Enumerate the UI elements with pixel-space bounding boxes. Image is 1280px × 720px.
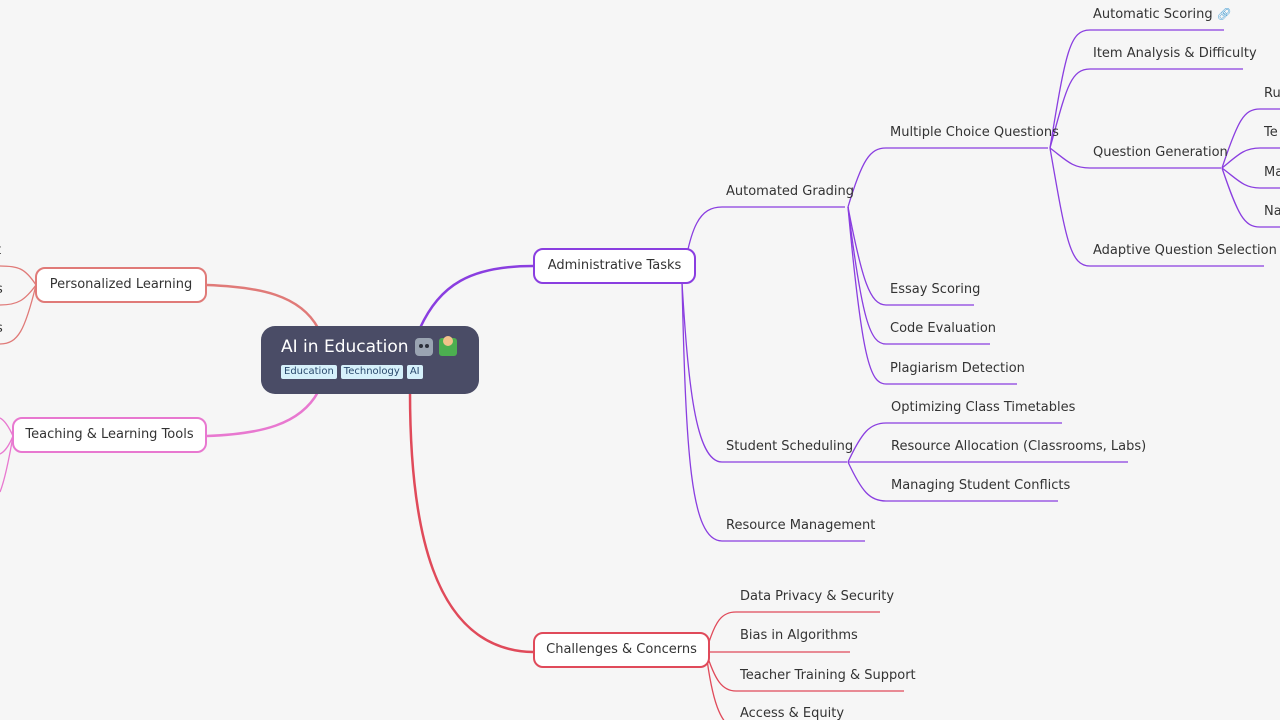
node-personalized-child-1[interactable]: t bbox=[0, 242, 1, 259]
tag-technology[interactable]: Technology bbox=[340, 365, 403, 379]
node-qg-child-3[interactable]: Ma bbox=[1264, 165, 1280, 180]
node-question-generation[interactable]: Question Generation bbox=[1093, 145, 1228, 160]
node-essay-scoring[interactable]: Essay Scoring bbox=[890, 282, 981, 297]
node-plagiarism-detection[interactable]: Plagiarism Detection bbox=[890, 361, 1025, 376]
node-adaptive-question-selection[interactable]: Adaptive Question Selection bbox=[1093, 243, 1277, 258]
tag-education[interactable]: Education bbox=[281, 365, 337, 379]
link-root-challenges bbox=[408, 391, 534, 654]
node-managing-conflicts[interactable]: Managing Student Conflicts bbox=[891, 478, 1071, 493]
node-multiple-choice-questions[interactable]: Multiple Choice Questions bbox=[890, 125, 1059, 140]
node-challenges-concerns[interactable]: Challenges & Concerns bbox=[533, 632, 710, 668]
automatic-scoring-label: Automatic Scoring bbox=[1093, 7, 1213, 22]
node-teaching-learning-tools[interactable]: Teaching & Learning Tools bbox=[12, 417, 207, 453]
root-node[interactable]: AI in Education Education Technology AI bbox=[261, 326, 479, 394]
robot-icon bbox=[414, 338, 433, 356]
node-personalized-child-3[interactable]: s bbox=[0, 320, 3, 337]
node-resource-management[interactable]: Resource Management bbox=[726, 518, 876, 533]
link-root-personalized bbox=[206, 283, 320, 329]
node-qg-child-4[interactable]: Na bbox=[1264, 204, 1280, 219]
node-code-evaluation[interactable]: Code Evaluation bbox=[890, 321, 997, 336]
node-access-equity[interactable]: Access & Equity bbox=[740, 706, 845, 720]
node-administrative-tasks[interactable]: Administrative Tasks bbox=[533, 248, 696, 284]
node-optimizing-timetables[interactable]: Optimizing Class Timetables bbox=[891, 400, 1076, 415]
node-data-privacy[interactable]: Data Privacy & Security bbox=[740, 589, 895, 604]
node-student-scheduling[interactable]: Student Scheduling bbox=[726, 439, 854, 454]
node-personalized-learning[interactable]: Personalized Learning bbox=[35, 267, 207, 303]
node-personalized-child-2[interactable]: s bbox=[0, 281, 3, 298]
link-icon[interactable]: 🔗︎ bbox=[1216, 7, 1232, 21]
node-automatic-scoring[interactable]: Automatic Scoring🔗︎ bbox=[1093, 6, 1232, 23]
node-teacher-training[interactable]: Teacher Training & Support bbox=[740, 668, 916, 683]
link-root-admin bbox=[418, 264, 534, 329]
node-qg-child-1[interactable]: Ru bbox=[1264, 86, 1280, 101]
teacher-icon bbox=[438, 336, 457, 356]
node-item-analysis[interactable]: Item Analysis & Difficulty bbox=[1093, 46, 1257, 61]
link-root-teaching bbox=[206, 391, 320, 438]
node-qg-child-2[interactable]: Te bbox=[1264, 125, 1278, 140]
node-automated-grading[interactable]: Automated Grading bbox=[726, 184, 855, 199]
node-bias-algorithms[interactable]: Bias in Algorithms bbox=[740, 628, 858, 643]
node-resource-allocation[interactable]: Resource Allocation (Classrooms, Labs) bbox=[891, 439, 1147, 454]
root-title: AI in Education bbox=[281, 337, 409, 357]
tag-ai[interactable]: AI bbox=[406, 365, 423, 379]
root-tags: Education Technology AI bbox=[281, 365, 479, 379]
